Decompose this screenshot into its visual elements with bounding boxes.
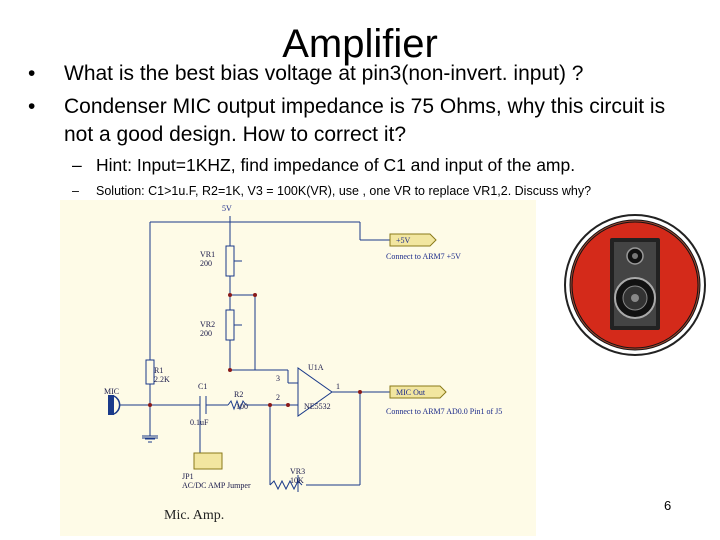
schematic-caption: Mic. Amp. — [164, 508, 225, 523]
circuit-schematic: 5V +5V Connect to ARM7 +5V VR1 200 VR2 2… — [60, 200, 536, 536]
label-vr1: VR1 — [200, 250, 216, 259]
label-mic-out: MIC Out — [396, 388, 426, 397]
bullet-text: What is the best bias voltage at pin3(no… — [64, 62, 584, 85]
label-vr3-value: 10K — [290, 476, 304, 485]
speaker-icon — [560, 210, 710, 360]
label-pin1: 1 — [336, 382, 340, 391]
label-connect-arm-5v: Connect to ARM7 +5V — [386, 252, 461, 261]
page-number: 6 — [664, 498, 672, 513]
bullet-item: • Condenser MIC output impedance is 75 O… — [28, 93, 684, 149]
label-r2: R2 — [234, 390, 244, 399]
label-pin3: 3 — [276, 374, 280, 383]
label-vr2: VR2 — [200, 320, 216, 329]
label-jp1-desc: AC/DC AMP Jumper — [182, 481, 251, 490]
label-r2-value: 100 — [236, 402, 248, 411]
bullet-dot: • — [28, 95, 36, 118]
label-connect-arm-ad: Connect to ARM7 AD0.0 Pin1 of J5 — [386, 407, 503, 416]
label-u1a: U1A — [308, 363, 324, 372]
label-vr2-value: 200 — [200, 329, 212, 338]
dash-marker: – — [72, 155, 82, 175]
label-vr3: VR3 — [290, 467, 306, 476]
label-r1-value: 2.2K — [154, 375, 170, 384]
label-mic: MIC — [104, 387, 120, 396]
bullet-item: • What is the best bias voltage at pin3(… — [28, 60, 584, 88]
label-c1-value: 0.1uF — [190, 418, 209, 427]
label-r1: R1 — [154, 366, 164, 375]
slide-title: Amplifier — [282, 22, 438, 66]
sub-bullet-text: Hint: Input=1KHZ, find impedance of C1 a… — [96, 155, 576, 175]
sub-bullet-solution: – Solution: C1>1u.F, R2=1K, V3 = 100K(VR… — [72, 184, 592, 198]
label-jp1: JP1 — [182, 472, 194, 481]
label-pin2: 2 — [276, 393, 280, 402]
label-c1: C1 — [198, 382, 208, 391]
label-ne5532: NE5532 — [304, 402, 331, 411]
sub-bullet-hint: – Hint: Input=1KHZ, find impedance of C1… — [72, 155, 576, 176]
sub-bullet-text: Solution: C1>1u.F, R2=1K, V3 = 100K(VR),… — [96, 184, 592, 198]
dash-marker: – — [72, 184, 79, 198]
schematic-wires — [108, 216, 447, 492]
label-plus5v: +5V — [396, 236, 411, 245]
label-5v: 5V — [222, 204, 232, 213]
bullet-dot: • — [28, 62, 36, 85]
label-vr1-value: 200 — [200, 259, 212, 268]
bullet-text: Condenser MIC output impedance is 75 Ohm… — [64, 95, 666, 146]
